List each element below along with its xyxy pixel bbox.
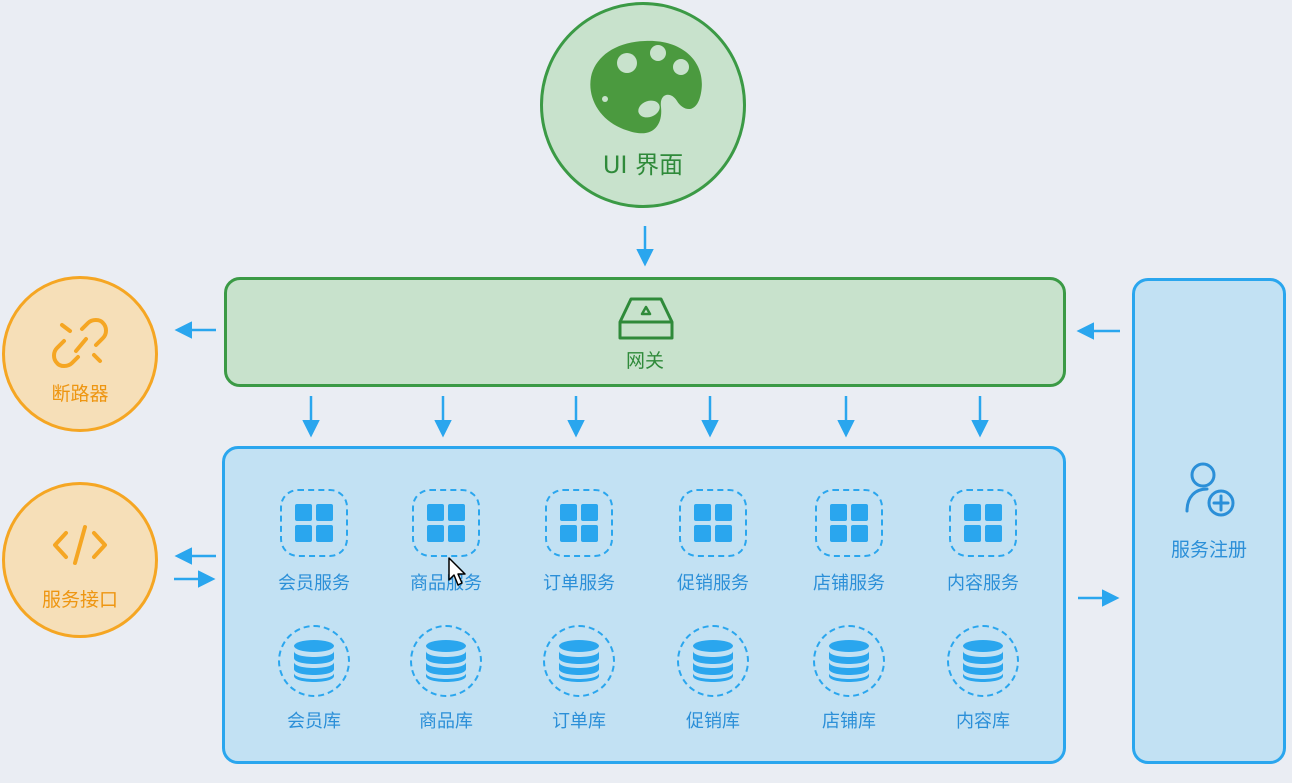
service-item: 会员服务 bbox=[254, 489, 374, 595]
service-item: 内容服务 bbox=[923, 489, 1043, 595]
broken-link-icon bbox=[52, 318, 108, 368]
service-label: 促销服务 bbox=[677, 573, 749, 594]
hard-drive-icon bbox=[618, 297, 674, 340]
user-add-icon bbox=[1185, 462, 1235, 517]
gateway-node: 网关 bbox=[224, 277, 1066, 387]
service-api-node: 服务接口 bbox=[2, 482, 158, 638]
database-item: 订单库 bbox=[519, 625, 639, 733]
database-label: 内容库 bbox=[956, 711, 1010, 732]
service-label: 商品服务 bbox=[410, 573, 482, 594]
grid-icon bbox=[949, 489, 1017, 557]
code-icon bbox=[53, 525, 107, 565]
ui-node-label: UI 界面 bbox=[602, 151, 684, 179]
gateway-label: 网关 bbox=[625, 350, 664, 372]
service-registry-label: 服务注册 bbox=[1170, 539, 1247, 561]
database-icon bbox=[677, 625, 749, 697]
circuit-breaker-node: 断路器 bbox=[2, 276, 158, 432]
ui-node: UI 界面 bbox=[540, 2, 746, 208]
database-item: 内容库 bbox=[923, 625, 1043, 733]
database-icon bbox=[410, 625, 482, 697]
database-icon bbox=[947, 625, 1019, 697]
database-item: 会员库 bbox=[254, 625, 374, 733]
grid-icon bbox=[815, 489, 883, 557]
service-item: 商品服务 bbox=[386, 489, 506, 595]
database-label: 促销库 bbox=[686, 711, 740, 732]
database-label: 订单库 bbox=[552, 711, 606, 732]
database-icon bbox=[278, 625, 350, 697]
grid-icon bbox=[679, 489, 747, 557]
service-item: 店铺服务 bbox=[789, 489, 909, 595]
service-label: 内容服务 bbox=[947, 573, 1019, 594]
service-item: 促销服务 bbox=[653, 489, 773, 595]
database-label: 商品库 bbox=[419, 711, 473, 732]
database-item: 促销库 bbox=[653, 625, 773, 733]
services-container: 会员服务会员库 商品服务商品库 订单服务订单库 促销服务促销库 店铺服务店铺库 内容服务内… bbox=[222, 446, 1066, 764]
service-registry-node: 服务注册 bbox=[1132, 278, 1286, 764]
service-item: 订单服务 bbox=[519, 489, 639, 595]
database-item: 商品库 bbox=[386, 625, 506, 733]
grid-icon bbox=[545, 489, 613, 557]
database-icon bbox=[813, 625, 885, 697]
database-icon bbox=[543, 625, 615, 697]
service-label: 店铺服务 bbox=[813, 573, 885, 594]
grid-icon bbox=[280, 489, 348, 557]
grid-icon bbox=[412, 489, 480, 557]
service-api-label: 服务接口 bbox=[41, 589, 118, 611]
database-label: 店铺库 bbox=[822, 711, 876, 732]
service-label: 会员服务 bbox=[278, 573, 350, 594]
circuit-breaker-label: 断路器 bbox=[51, 383, 109, 405]
database-item: 店铺库 bbox=[789, 625, 909, 733]
palette-icon bbox=[590, 40, 702, 134]
database-label: 会员库 bbox=[287, 711, 341, 732]
service-label: 订单服务 bbox=[543, 573, 615, 594]
mouse-cursor-icon bbox=[448, 557, 466, 586]
